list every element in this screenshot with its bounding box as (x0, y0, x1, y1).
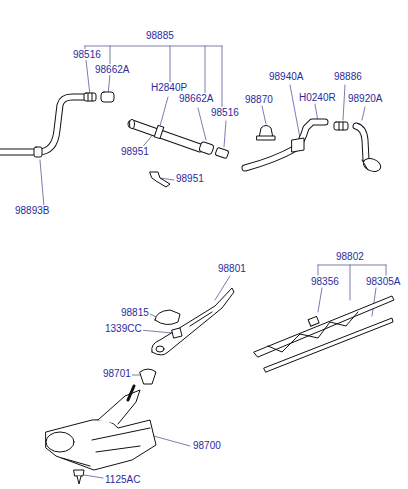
callout-number: 98305A (365, 276, 401, 287)
leader-lines (40, 46, 386, 478)
callout-number: 98893B (14, 205, 50, 216)
callout-number: 98951 (175, 173, 205, 184)
callout-number: 1339CC (104, 323, 143, 334)
callout-number: 98516 (72, 49, 102, 60)
callout-number: 98662A (94, 64, 130, 75)
callout-number: 98700 (192, 440, 222, 451)
callout-number: 98920A (347, 93, 383, 104)
callout-number: H2840P (150, 82, 188, 93)
callout-number: 98885 (145, 30, 175, 41)
callout-number: 98356 (310, 276, 340, 287)
callout-number: 98870 (244, 94, 274, 105)
callout-number: 98801 (217, 263, 247, 274)
callout-number: 98951 (120, 146, 150, 157)
callout-number: 98815 (120, 307, 150, 318)
callout-number: 98886 (333, 71, 363, 82)
callout-number: 1125AC (104, 474, 141, 485)
callout-number: 98940A (268, 71, 304, 82)
callout-number: H0240R (298, 92, 337, 103)
callout-number: 98516 (210, 107, 240, 118)
callout-number: 98802 (335, 251, 365, 262)
callout-number: 98701 (102, 368, 132, 379)
callout-number: 98662A (178, 93, 214, 104)
